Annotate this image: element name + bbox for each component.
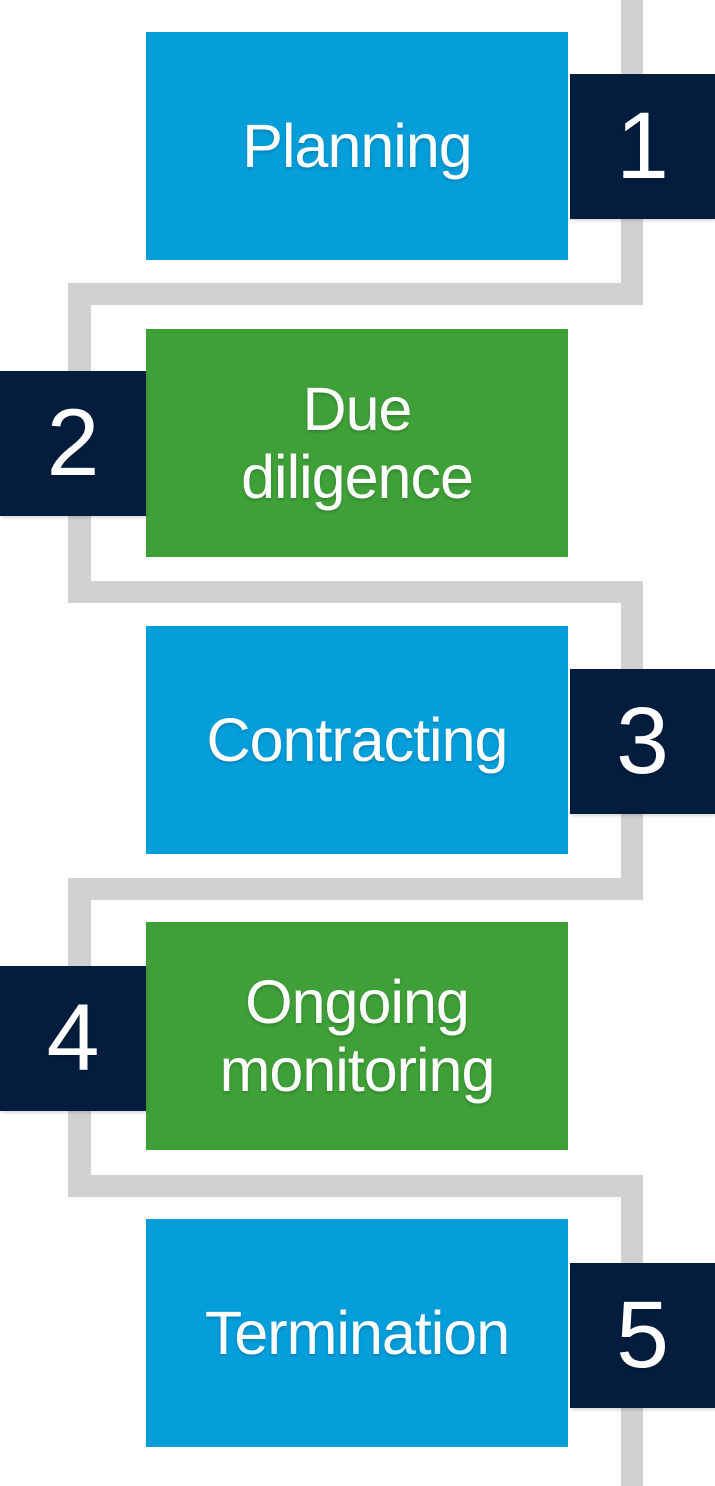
connector-horizontal-4 [68,1175,643,1197]
step-3-number-badge: 3 [570,669,715,814]
step-2-box: Due diligence [146,329,568,557]
step-3-label: Contracting [206,705,509,774]
step-4-number: 4 [46,985,100,1091]
connector-horizontal-3 [68,878,643,900]
step-2-number: 2 [46,390,100,496]
step-4-label: Ongoing monitoring [219,967,496,1104]
connector-horizontal-1 [68,283,643,305]
step-2-number-badge: 2 [0,371,146,516]
step-3-box: Contracting [146,626,568,854]
step-3-number: 3 [616,688,669,794]
step-4-number-badge: 4 [0,966,146,1111]
step-5-number-badge: 5 [570,1263,715,1408]
step-4-box: Ongoing monitoring [146,922,568,1150]
step-5-number: 5 [616,1282,669,1388]
step-2-label: Due diligence [241,374,474,511]
step-5-label: Termination [204,1298,510,1367]
step-1-box: Planning [146,32,568,260]
step-1-number: 1 [616,93,669,199]
step-5-box: Termination [146,1219,568,1447]
step-1-number-badge: 1 [570,74,715,219]
step-1-label: Planning [242,111,472,180]
connector-horizontal-2 [68,581,643,603]
